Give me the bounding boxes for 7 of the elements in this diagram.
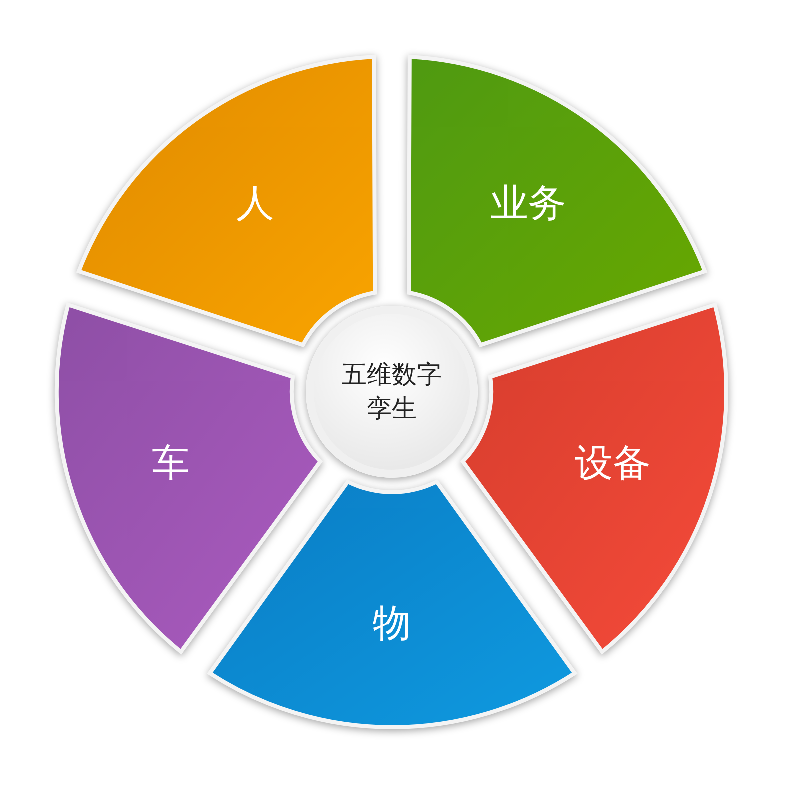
segment-label: 车 — [152, 442, 190, 485]
center-label: 五维数字孪生 — [341, 359, 443, 425]
segment-label: 业务 — [490, 183, 567, 225]
segment-label: 人 — [236, 183, 274, 225]
segment-label: 物 — [372, 604, 411, 646]
center-circle — [306, 306, 478, 478]
segment-label: 设备 — [575, 442, 652, 485]
